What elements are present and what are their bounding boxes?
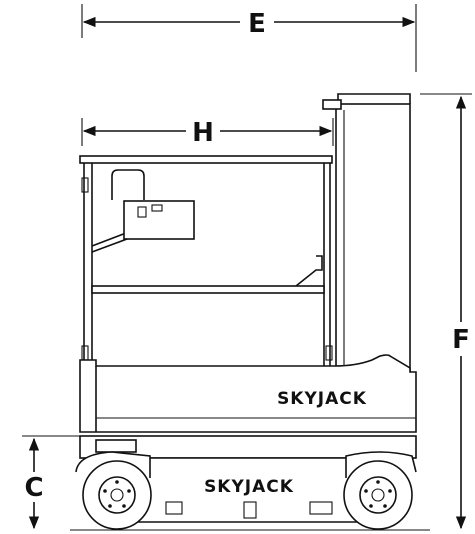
platform-cage — [79, 155, 333, 368]
dimension-h: H — [81, 118, 334, 148]
mast — [322, 93, 411, 373]
deck-housing — [79, 354, 417, 433]
control-box — [123, 200, 195, 240]
hinge-right — [325, 345, 333, 361]
rear-lug — [383, 504, 387, 508]
front-hub — [110, 488, 124, 502]
rear-lug — [369, 504, 373, 508]
dim-f-label: F — [452, 325, 470, 355]
tiedown-center — [243, 501, 257, 519]
top-rail — [79, 155, 333, 164]
dimension-f: F — [420, 93, 472, 530]
dimension-e: E — [81, 4, 417, 72]
rear-rim — [359, 476, 397, 514]
front-wheel — [82, 460, 152, 530]
mast-column — [335, 103, 411, 373]
rear-wheel — [343, 460, 413, 530]
rear-lug — [388, 489, 392, 493]
mid-rail — [91, 285, 325, 294]
mast-top-cap — [337, 93, 411, 104]
front-lug — [103, 489, 107, 493]
dim-h-label: H — [192, 118, 214, 148]
rear-hub — [371, 488, 385, 502]
mast-cap-tab — [322, 99, 342, 110]
front-lug — [108, 504, 112, 508]
chassis-bracket — [95, 439, 137, 453]
hinge-top — [81, 177, 89, 193]
control-button — [151, 204, 163, 212]
hinge-bottom — [81, 345, 89, 361]
front-lug — [115, 480, 119, 484]
lower-logo: SKYJACK — [204, 477, 294, 497]
gate-latch — [295, 255, 323, 287]
front-lug — [127, 489, 131, 493]
rear-lug — [364, 489, 368, 493]
tiedown-left — [165, 501, 183, 515]
control-handle — [111, 169, 145, 200]
platform-deck: SKYJACK — [79, 354, 417, 433]
control-switch — [137, 206, 147, 218]
dimension-c: C — [22, 435, 80, 530]
front-lug — [122, 504, 126, 508]
tiedown-right — [309, 501, 333, 515]
dim-e-label: E — [248, 9, 266, 39]
dim-c-label: C — [24, 473, 43, 503]
front-rim — [98, 476, 136, 514]
upper-logo: SKYJACK — [277, 389, 367, 409]
rear-lug — [376, 480, 380, 484]
